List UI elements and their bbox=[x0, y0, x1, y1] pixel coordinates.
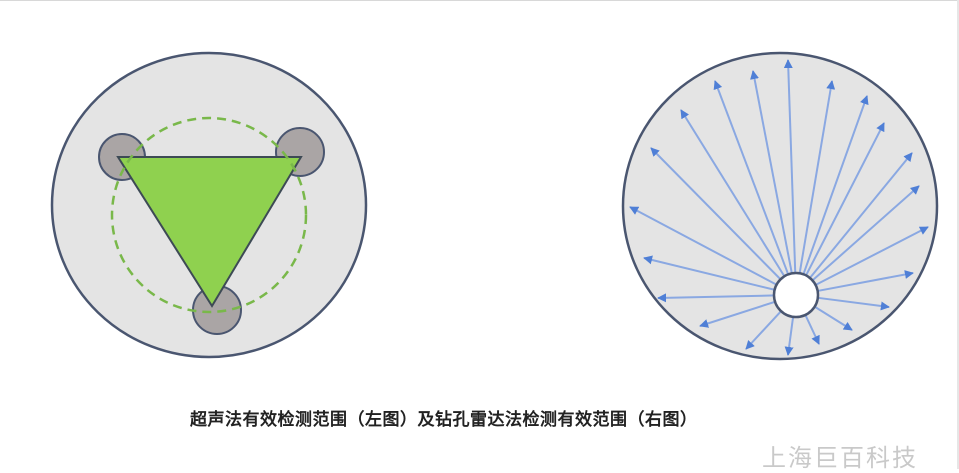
radar-ray-arrow-16 bbox=[813, 226, 929, 287]
borehole bbox=[772, 271, 820, 319]
ultrasonic-diagram bbox=[50, 51, 368, 359]
radar-rays bbox=[629, 59, 929, 356]
radar-ray-arrow-4 bbox=[680, 109, 787, 279]
radar-ray-arrow-21 bbox=[798, 80, 836, 276]
borehole-radar-diagram bbox=[621, 51, 939, 361]
top-border bbox=[0, 0, 959, 1]
figure-caption: 超声法有效检测范围（左图）及钻孔雷达法检测有效范围（右图） bbox=[190, 410, 698, 430]
radar-ray-arrow-5 bbox=[650, 147, 783, 282]
radar-ray-arrow-18 bbox=[807, 152, 913, 281]
radar-ray-arrow-3 bbox=[713, 80, 790, 277]
watermark: 上海巨百科技 bbox=[762, 444, 918, 472]
radar-ray-arrow-8 bbox=[657, 293, 777, 303]
radar-ray-arrow-9 bbox=[699, 300, 778, 328]
radar-ray-arrow-11 bbox=[784, 314, 795, 356]
radar-ray-arrow-12 bbox=[803, 312, 820, 345]
radar-ray-arrow-6 bbox=[629, 206, 779, 287]
detection-range-dashed-circle bbox=[110, 116, 308, 314]
radar-ray-arrow-19 bbox=[804, 122, 885, 278]
effective-detection-triangle bbox=[116, 156, 303, 308]
radar-ray-arrow-15 bbox=[815, 270, 914, 293]
right-border bbox=[957, 0, 959, 469]
radar-ray-arrow-10 bbox=[745, 308, 784, 350]
radar-ray-arrow-13 bbox=[812, 304, 853, 331]
radar-ray-arrow-17 bbox=[810, 185, 920, 283]
radar-ray-arrow-2 bbox=[750, 70, 794, 276]
radar-ray-arrow-20 bbox=[801, 95, 869, 277]
radar-ray-arrow-14 bbox=[815, 296, 890, 311]
radar-ray-arrow-7 bbox=[643, 255, 777, 292]
radar-ray-arrow-1 bbox=[783, 59, 797, 276]
